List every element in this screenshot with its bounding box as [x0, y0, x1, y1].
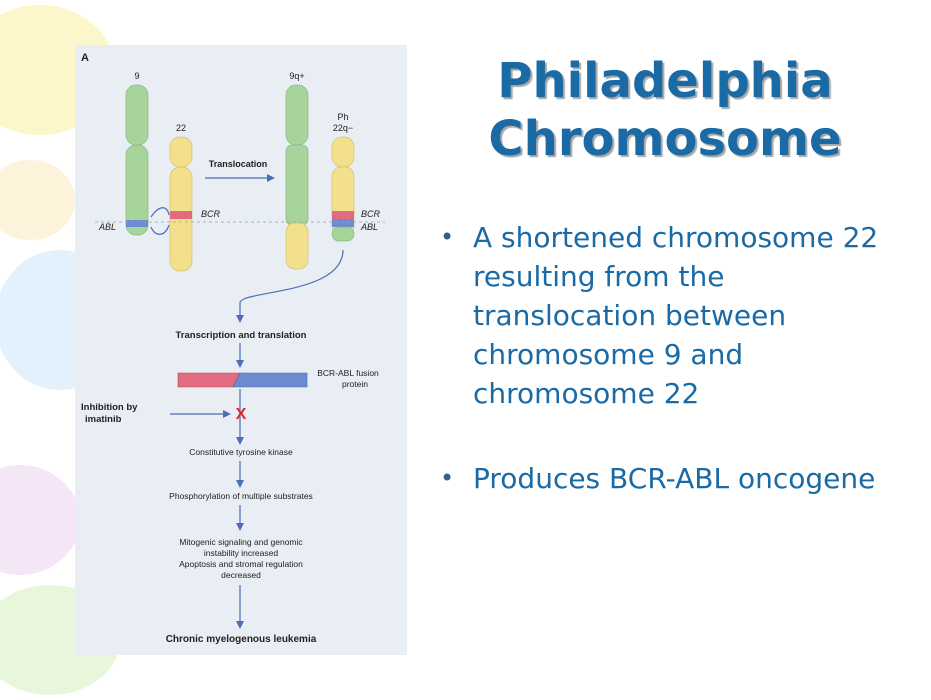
- bcr-label-right: BCR: [361, 209, 381, 219]
- step-mito-4: decreased: [221, 570, 261, 580]
- chromosome-9: [125, 84, 149, 236]
- bullet-item: A shortened chromosome 22 resulting from…: [440, 218, 910, 413]
- philadelphia-chromosome: [331, 136, 355, 242]
- abl-label-right: ABL: [360, 222, 378, 232]
- chr9-label: 9: [134, 71, 139, 81]
- chr22-label: 22: [176, 123, 186, 133]
- ph22-label: 22q−: [333, 123, 353, 133]
- step-mito-2: instability increased: [204, 548, 278, 558]
- inhibition-label-1: Inhibition by: [81, 402, 138, 413]
- step-mito-3: Apoptosis and stromal regulation: [179, 559, 303, 569]
- panel-label: A: [81, 52, 89, 64]
- chromosome-22: [169, 136, 193, 272]
- abl-label: ABL: [98, 222, 116, 232]
- step-kinase: Constitutive tyrosine kinase: [189, 447, 293, 457]
- fusion-protein-label-1: BCR-ABL fusion: [317, 368, 379, 378]
- inhibition-x-mark: X: [236, 406, 247, 423]
- step-transcription: Transcription and translation: [176, 330, 307, 341]
- fusion-protein-label-2: protein: [342, 379, 368, 389]
- ph-label: Ph: [337, 112, 348, 122]
- step-mito-1: Mitogenic signaling and genomic: [179, 537, 303, 547]
- bcr-label: BCR: [201, 209, 221, 219]
- step-cml: Chronic myelogenous leukemia: [166, 634, 317, 645]
- slide-title-line-1: Philadelphia: [497, 53, 833, 109]
- step-phospho: Phosphorylation of multiple substrates: [169, 491, 313, 501]
- translocation-arrowhead: [267, 174, 275, 182]
- chr9q-label: 9q+: [289, 71, 304, 81]
- inhibition-label-2: imatinib: [85, 414, 122, 425]
- chromosome-9q-plus: [285, 84, 309, 270]
- slide-title: Philadelphia Chromosome: [430, 52, 900, 168]
- slide-title-line-2: Chromosome: [488, 111, 842, 167]
- ph-chromosome-figure: A 9 22 9q+ Ph 22q−: [75, 45, 407, 655]
- translocation-label: Translocation: [209, 159, 268, 169]
- ph-to-transcription-arrow: [239, 249, 344, 317]
- bcr-abl-fusion-bar: [177, 372, 308, 388]
- swap-arrow-top: [150, 207, 170, 218]
- swap-arrow-bottom: [150, 224, 170, 235]
- bullet-item: Produces BCR-ABL oncogene: [440, 459, 910, 498]
- bullet-list: A shortened chromosome 22 resulting from…: [440, 218, 910, 498]
